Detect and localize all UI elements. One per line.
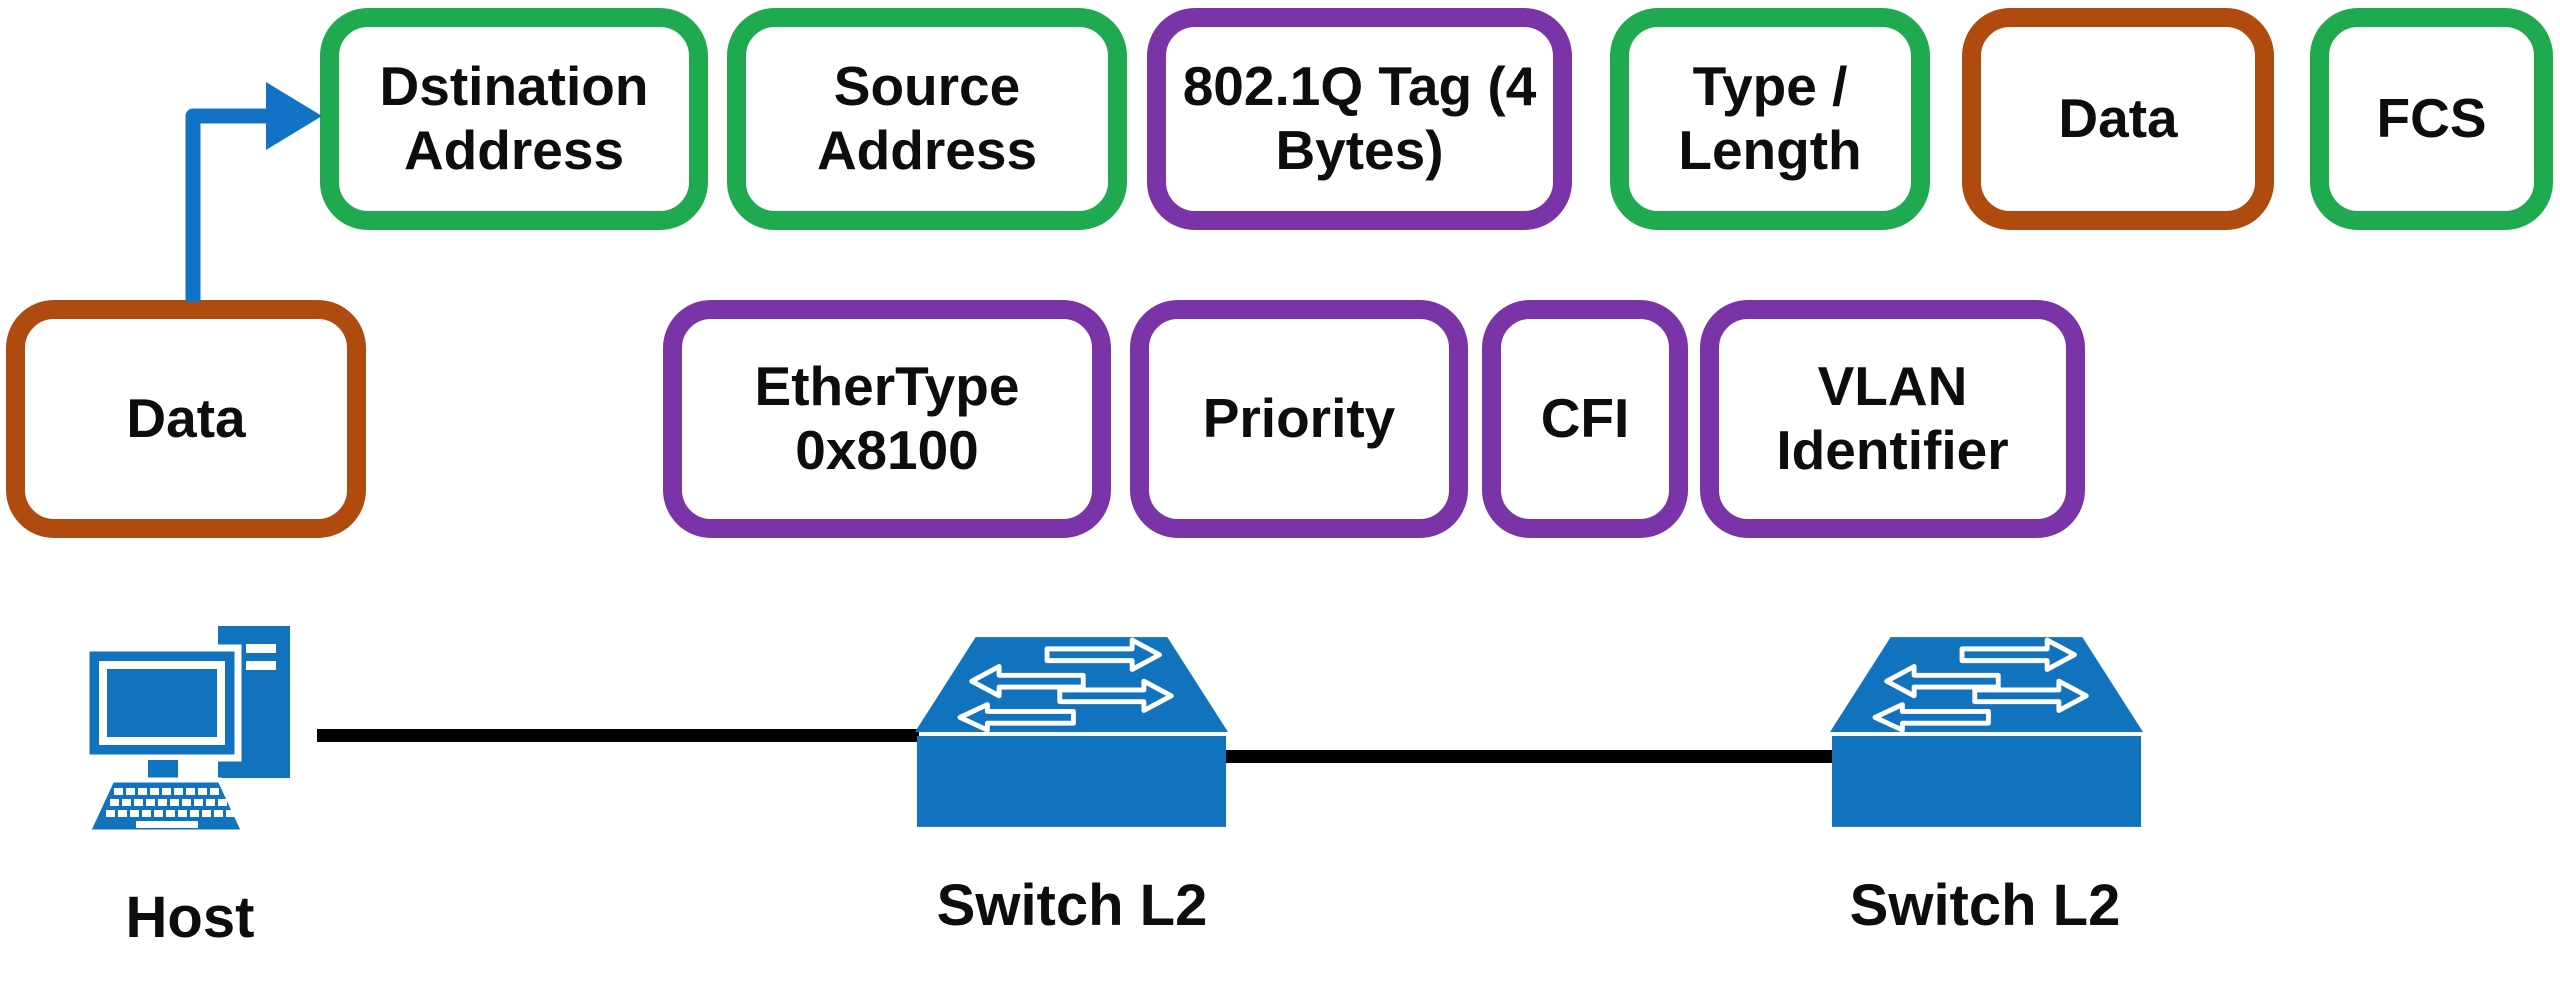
- payload-data-box: Data: [6, 300, 366, 538]
- tag-field-label: VLAN Identifier: [1776, 355, 2009, 481]
- tag-field-cfi: CFI: [1482, 300, 1688, 538]
- tag-field-label: CFI: [1540, 387, 1630, 450]
- switch1-label: Switch L2: [936, 873, 1208, 938]
- tag-field-vlan-identifier: VLAN Identifier: [1700, 300, 2085, 538]
- payload-data-label: Data: [126, 387, 246, 450]
- frame-field-label: FCS: [2376, 87, 2487, 150]
- tag-field-priority: Priority: [1130, 300, 1468, 538]
- frame-field-source-address: Source Address: [727, 8, 1127, 230]
- host-computer-icon: [82, 626, 290, 835]
- frame-field-label: 802.1Q Tag (4 Bytes): [1182, 55, 1537, 181]
- switch-l2-icon: [915, 637, 1228, 827]
- link-switch1-switch2: [1226, 750, 1832, 763]
- frame-field-label: Dstination Address: [379, 55, 649, 181]
- frame-field-label: Data: [2058, 87, 2178, 150]
- frame-field-label: Type / Length: [1678, 55, 1862, 181]
- frame-field-destination-address: Dstination Address: [320, 8, 708, 230]
- frame-field-fcs: FCS: [2310, 8, 2553, 230]
- frame-field-data: Data: [1962, 8, 2274, 230]
- tag-field-ethertype: EtherType 0x8100: [663, 300, 1111, 538]
- tag-field-label: EtherType 0x8100: [754, 355, 1020, 481]
- tag-field-label: Priority: [1202, 387, 1396, 450]
- insert-arrow-icon: [185, 82, 322, 302]
- switch-l2-icon: [1830, 637, 2143, 827]
- frame-field-label: Source Address: [816, 55, 1038, 181]
- frame-field-type-length: Type / Length: [1610, 8, 1930, 230]
- host-label: Host: [125, 885, 255, 950]
- link-host-switch1: [317, 729, 919, 742]
- switch2-label: Switch L2: [1849, 873, 2121, 938]
- frame-field-8021q-tag: 802.1Q Tag (4 Bytes): [1147, 8, 1572, 230]
